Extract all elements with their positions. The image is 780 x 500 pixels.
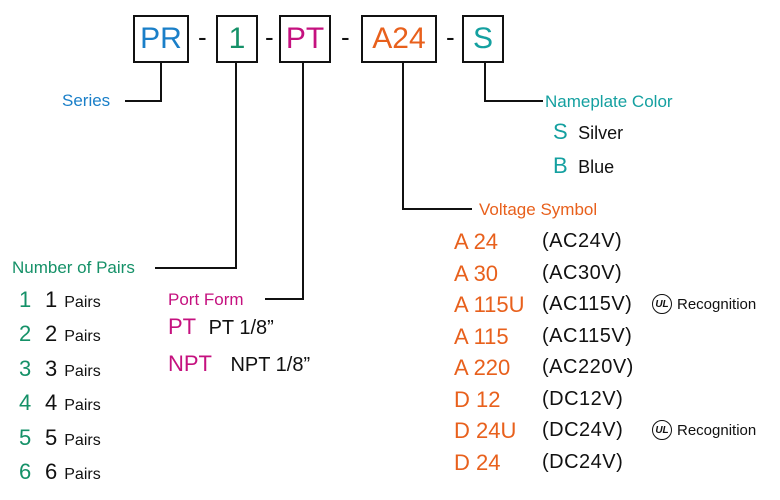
voltage-option-desc: (AC220V) — [542, 356, 634, 378]
voltage-option-code: A 24 — [454, 229, 499, 254]
nameplate-color-label: Nameplate Color — [545, 92, 673, 111]
nameplate-option-code: B — [553, 153, 568, 178]
voltage-option-code: A 115U — [454, 292, 525, 317]
pairs-option-code: 1 — [19, 287, 32, 312]
voltage-option-code: D 24 — [454, 449, 501, 475]
pairs-option-unit: Pairs — [64, 431, 101, 449]
voltage-option-code: A 220 — [454, 355, 511, 380]
port-option-desc: PT 1/8” — [208, 317, 274, 339]
series-code: PR — [140, 22, 182, 55]
pairs-connector — [155, 63, 237, 269]
voltage-option-desc: (AC24V) — [542, 230, 623, 252]
voltage-option-desc: (AC115V) — [542, 293, 633, 315]
voltage-symbol-label: Voltage Symbol — [479, 200, 598, 219]
nameplate-option: S Silver — [553, 119, 623, 145]
pairs-option-num: 5 — [45, 424, 58, 450]
nameplate-connector — [484, 63, 543, 102]
nameplate-option: B Blue — [553, 153, 614, 179]
ul-logo-icon: UL — [652, 294, 672, 314]
ul-recognition-badge: UL Recognition — [652, 420, 756, 440]
number-of-pairs-label: Number of Pairs — [12, 258, 135, 277]
separator-2: - — [265, 22, 274, 52]
pairs-option-unit: Pairs — [64, 466, 101, 483]
pairs-option-unit: Pairs — [64, 362, 101, 380]
pairs-option-code: 2 — [19, 321, 32, 347]
port-option-desc: NPT 1/8” — [230, 354, 311, 376]
series-connector — [125, 63, 162, 102]
voltage-code-box: A24 — [361, 15, 437, 63]
series-label: Series — [62, 91, 111, 110]
port-connector — [265, 63, 304, 300]
ul-recognition-badge: UL Recognition — [652, 294, 756, 314]
voltage-option-code: D 12 — [454, 386, 501, 412]
nameplate-code-box: S — [462, 15, 504, 63]
recognition-text: Recognition — [677, 421, 757, 439]
pairs-option-code: 5 — [19, 424, 32, 450]
voltage-option-desc: (DC24V) — [542, 450, 624, 473]
port-code: PT — [285, 22, 325, 55]
separator-1: - — [198, 22, 207, 52]
pairs-code-box: 1 — [216, 15, 258, 63]
nameplate-option-name: Blue — [578, 157, 615, 177]
port-option-code: NPT — [168, 351, 212, 376]
pairs-option-unit: Pairs — [64, 294, 101, 311]
pairs-option-unit: Pairs — [64, 397, 101, 415]
port-option-code: PT — [168, 314, 197, 339]
pairs-option-num: 6 — [45, 459, 58, 484]
voltage-option-desc: (AC115V) — [542, 324, 633, 347]
nameplate-option-code: S — [553, 119, 568, 144]
pairs-option-num: 4 — [45, 390, 58, 416]
series-code-box: PR — [133, 15, 189, 63]
voltage-code: A24 — [372, 22, 426, 55]
pairs-option-code: 6 — [19, 459, 32, 484]
pairs-option-unit: Pairs — [64, 328, 101, 346]
separator-4: - — [446, 22, 455, 52]
nameplate-code: S — [472, 22, 493, 55]
pairs-option-code: 4 — [19, 390, 32, 416]
port-code-box: PT — [279, 15, 331, 63]
pairs-option-num: 2 — [45, 321, 58, 347]
port-form-label: Port Form — [168, 290, 244, 309]
recognition-text: Recognition — [677, 295, 757, 313]
port-option: PT PT 1/8” — [168, 314, 274, 340]
ul-logo-icon: UL — [652, 420, 672, 440]
nameplate-option-name: Silver — [578, 123, 624, 143]
voltage-option-code: A 115 — [454, 323, 509, 349]
port-option: NPT NPT 1/8” — [168, 351, 310, 377]
pairs-option-code: 3 — [19, 355, 32, 381]
pairs-option-num: 3 — [45, 355, 58, 381]
pairs-option-num: 1 — [45, 287, 58, 312]
voltage-option-desc: (DC12V) — [542, 387, 624, 410]
voltage-option-desc: (AC30V) — [542, 261, 623, 284]
voltage-option-code: A 30 — [454, 260, 499, 286]
voltage-option-code: D 24U — [454, 418, 517, 443]
separator-3: - — [341, 22, 350, 52]
pairs-code: 1 — [228, 22, 246, 55]
voltage-connector — [402, 63, 472, 210]
voltage-option-desc: (DC24V) — [542, 419, 624, 441]
